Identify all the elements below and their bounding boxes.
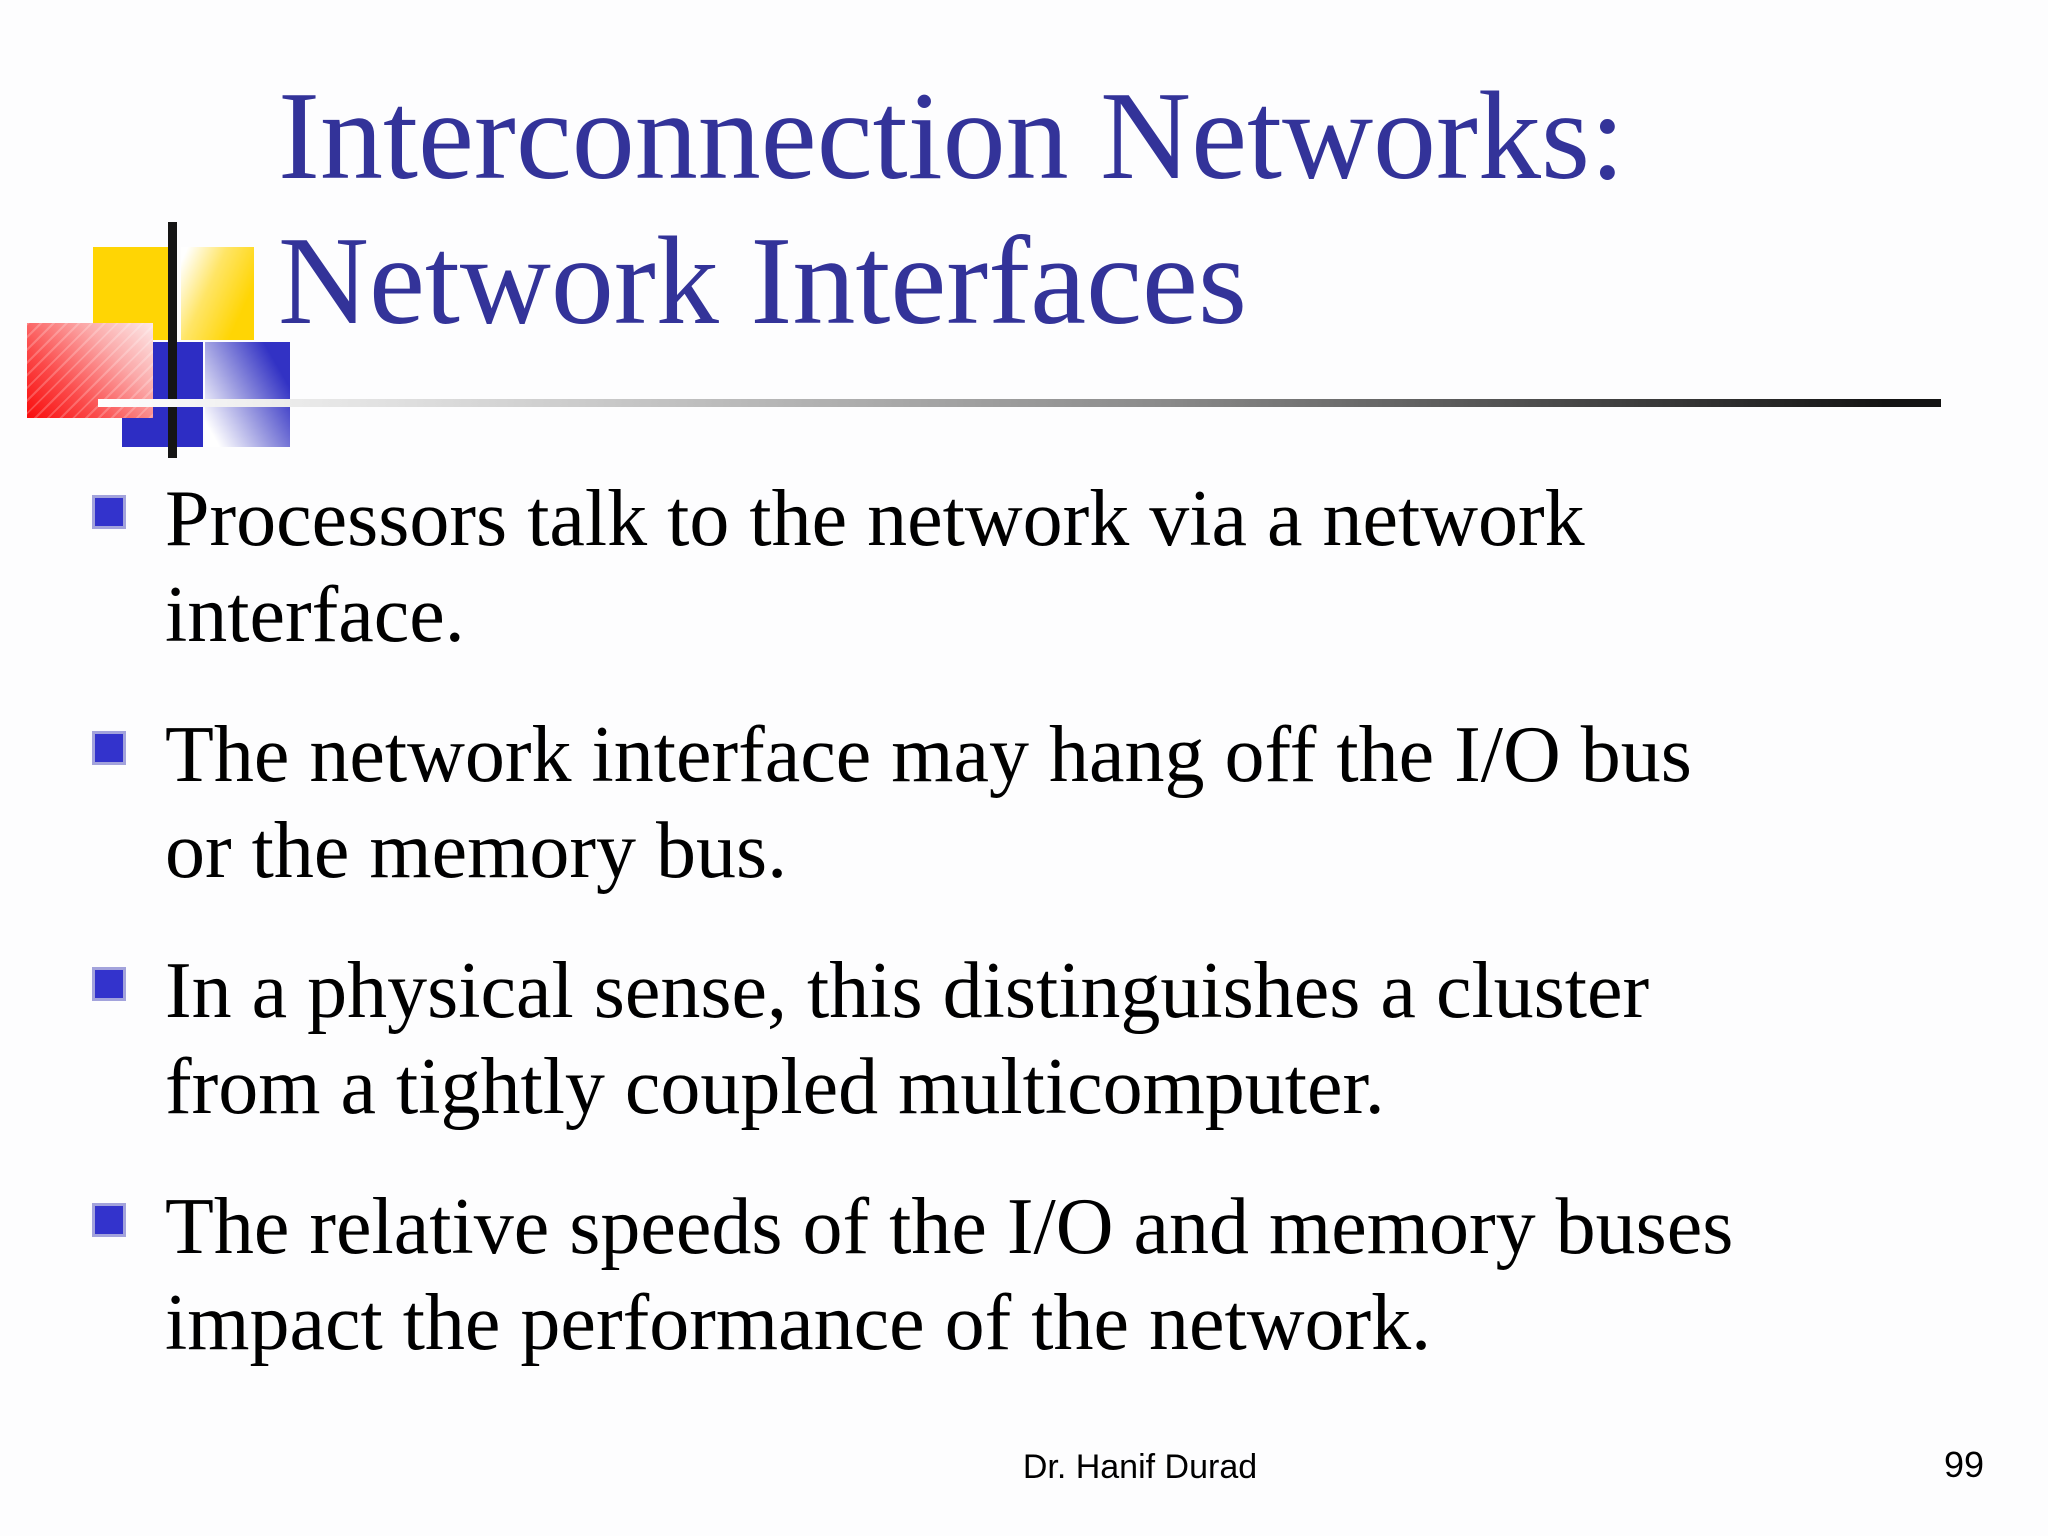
bullet-square-icon <box>92 967 126 1001</box>
logo-yellow-gradient-square-icon <box>181 247 254 340</box>
slide-title: Interconnection Networks: Network Interf… <box>278 67 1626 351</box>
bullet-item-2: The network interface may hang off the I… <box>92 707 1972 899</box>
footer-author: Dr. Hanif Durad <box>1022 1448 1258 1486</box>
bullet-item-1: Processors talk to the network via a net… <box>92 471 1972 663</box>
bullet-text-1: Processors talk to the network via a net… <box>165 475 1585 659</box>
bullet-text-3: In a physical sense, this distinguishes … <box>165 947 1650 1131</box>
bullet-square-icon <box>92 495 126 529</box>
bullet-square-icon <box>92 731 126 765</box>
bullet-item-4: The relative speeds of the I/O and memor… <box>92 1179 1972 1371</box>
title-divider-line <box>98 399 1941 407</box>
logo-blue-gradient-square-icon <box>205 342 290 447</box>
logo-vertical-line <box>168 222 177 458</box>
bullet-square-icon <box>92 1203 126 1237</box>
bullet-list: Processors talk to the network via a net… <box>92 471 1972 1415</box>
bullet-item-3: In a physical sense, this distinguishes … <box>92 943 1972 1135</box>
page-number: 99 <box>1943 1444 1984 1485</box>
bullet-text-4: The relative speeds of the I/O and memor… <box>165 1183 1734 1367</box>
bullet-text-2: The network interface may hang off the I… <box>165 711 1692 895</box>
